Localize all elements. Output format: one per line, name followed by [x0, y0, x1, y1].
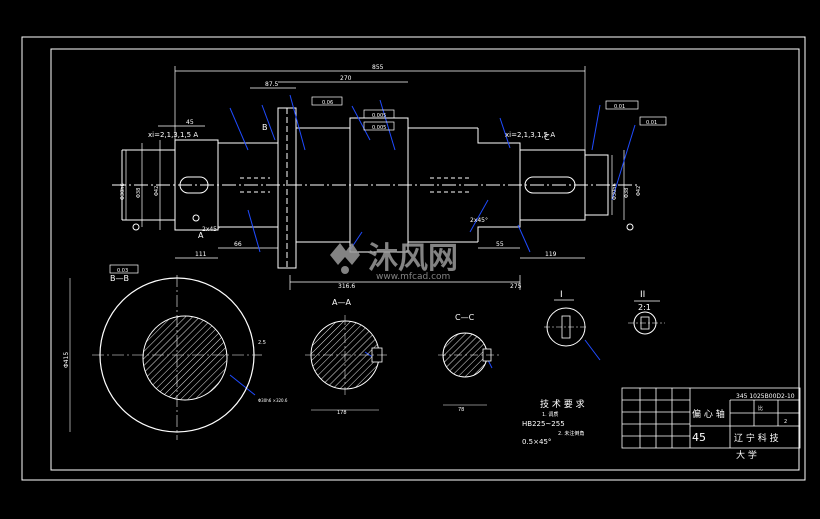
detail-1-label: I — [560, 290, 563, 300]
section-aa: A—A 178 — [305, 298, 390, 416]
scale-label: 2 — [784, 419, 787, 425]
leader-lines — [229, 94, 636, 396]
section-bb-note: 2.5 — [258, 340, 266, 346]
dim-316: 316.6 — [338, 283, 355, 290]
school-name: 辽 宁 科 技 — [734, 432, 779, 444]
outer-border — [21, 36, 806, 481]
tol-5: 0.01 — [646, 120, 657, 126]
title-block-texts: 345 1025B00D2-10 偏 心 轴 45 辽 宁 科 技 大 学 比 … — [692, 393, 795, 461]
dim-119: 119 — [545, 251, 557, 258]
left-keyway — [179, 176, 209, 194]
watermark-url: www.mfcad.com — [376, 272, 450, 282]
dimension-texts: 855 270 87.5 45 316.6 275 66 111 119 55 … — [120, 64, 642, 290]
watermark-logo-icon — [330, 243, 360, 274]
dia-right-3: Φ42 — [636, 186, 642, 196]
tech-requirements: 技 术 要 求 1. 调质 HB225~255 2. 未注倒角 0.5×45° — [522, 398, 585, 446]
inner-border — [50, 48, 800, 471]
main-dimensions — [125, 66, 625, 290]
section-aa-width: 178 — [337, 410, 347, 416]
tol-3: 0.005 — [372, 125, 386, 131]
dim-55: 55 — [496, 241, 504, 248]
drawing-number: 345 1025B00D2-10 — [736, 393, 795, 400]
tolerance-frames: 0.06 0.005 0.005 0.01 0.01 0.03 — [109, 96, 667, 274]
dia-right-1: Φ30h6 — [612, 183, 618, 200]
title-block — [621, 387, 801, 449]
dia-left-2: Φ38 — [136, 188, 142, 198]
dim-87-5: 87.5 — [265, 81, 279, 88]
dim-66: 66 — [234, 241, 242, 248]
detail-2: II 2:1 — [628, 290, 665, 335]
tol-1: 0.06 — [322, 100, 333, 106]
dim-45: 45 — [186, 119, 194, 126]
section-cc: C—C 78 — [438, 313, 500, 413]
tol-6: 0.03 — [117, 268, 128, 274]
main-shaft-view — [112, 107, 640, 269]
dim-overall: 855 — [372, 64, 384, 71]
tech-title: 技 术 要 求 — [540, 398, 585, 410]
section-cc-label: C—C — [455, 313, 475, 322]
leader-c-label: C — [544, 133, 550, 142]
quantity-label: 比 — [758, 405, 763, 412]
section-aa-label: A—A — [332, 298, 351, 307]
detail-2-label: II — [640, 290, 645, 300]
dia-left-3: Φ42 — [154, 186, 160, 196]
tech-item-3: 2. 未注倒角 — [558, 430, 584, 437]
school-name-line2: 大 学 — [736, 449, 757, 461]
chamfer-left: 2x45° — [202, 226, 220, 233]
tol-4: 0.01 — [614, 104, 625, 110]
thread-right: xi=2,1,3,1,5 A — [505, 131, 555, 139]
datum-marks — [132, 214, 634, 231]
thread-left: xi=2,1,3,1,5 A — [148, 131, 198, 139]
watermark: 沐风网 www.mfcad.com — [330, 241, 458, 282]
dim-270: 270 — [340, 75, 352, 82]
dia-right-2: Φ38 — [624, 188, 630, 198]
dim-111: 111 — [195, 251, 207, 258]
leader-b-label: B — [262, 123, 268, 132]
chamfer-right: 2x45° — [470, 217, 488, 224]
tech-item-1: 1. 调质 — [542, 411, 558, 418]
section-bb-keyway: Φ30h6 ×320.6 — [258, 398, 288, 403]
tech-item-4: 0.5×45° — [522, 438, 551, 446]
section-bb-dia: Φ415 — [63, 352, 70, 368]
dia-left-1: Φ30h6 — [120, 183, 126, 200]
watermark-name: 沐风网 — [368, 241, 458, 276]
detail-1: I — [544, 290, 588, 347]
material: 45 — [692, 431, 706, 444]
right-keyway — [524, 176, 576, 194]
detail-2-scale: 2:1 — [638, 303, 651, 312]
section-cc-width: 78 — [458, 407, 464, 413]
tol-2: 0.005 — [372, 113, 386, 119]
leader-a-label: A — [198, 231, 204, 240]
dim-275: 275 — [510, 283, 522, 290]
section-bb: B—B Φ415 2.5 Φ30h6 ×320.6 — [63, 274, 288, 440]
section-bb-label: B—B — [110, 274, 129, 283]
part-name: 偏 心 轴 — [692, 408, 725, 420]
tech-item-2: HB225~255 — [522, 420, 565, 428]
